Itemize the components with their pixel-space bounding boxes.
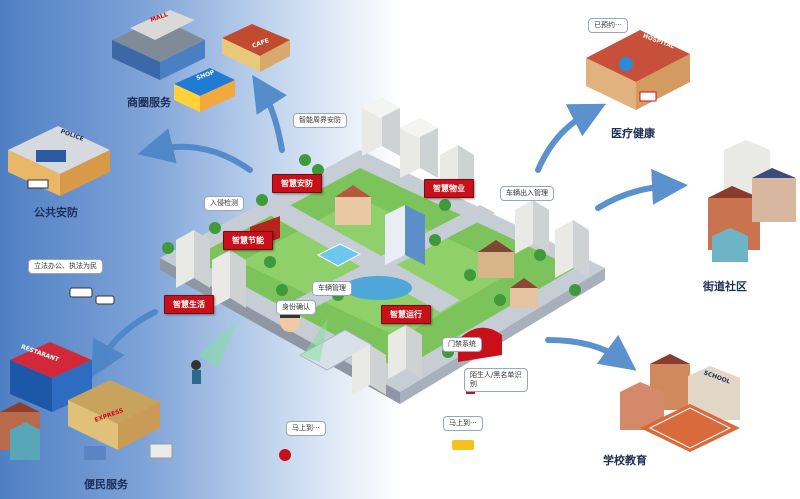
bubble-police-call: 立法办公、执法为民: [28, 259, 103, 274]
bubble-gate: 门禁系统: [442, 337, 482, 352]
bubble-perimeter: 智能周界安防: [293, 113, 347, 128]
connector-arrows: [91, 74, 688, 378]
arrow-to-security: [137, 128, 253, 173]
bubble-vehicle-mgmt: 车辆管理: [312, 281, 352, 296]
arrow-to-business: [252, 74, 287, 153]
camera-cones: [198, 318, 328, 368]
region-label-school: 学校教育: [603, 454, 647, 467]
arrow-to-medical: [535, 103, 607, 173]
region-label-medical: 医疗健康: [611, 127, 655, 140]
arrow-to-convenience: [91, 309, 158, 378]
tag-smart-ops: 智慧运行: [381, 305, 431, 324]
business-cluster: [112, 10, 290, 112]
school-cluster: [620, 354, 740, 452]
region-label-security: 公共安防: [34, 206, 78, 219]
region-label-community: 街道社区: [703, 280, 747, 293]
bubble-vehicle-access: 车辆出入管理: [500, 186, 554, 201]
arrow-to-school: [545, 334, 637, 371]
hospital-cluster: [586, 30, 690, 110]
arrow-to-community: [595, 168, 688, 211]
police-cluster: [8, 126, 115, 305]
tag-smart-security: 智慧安防: [272, 174, 322, 193]
bubble-booked: 已预约···: [588, 18, 628, 33]
vehicles-people: [191, 312, 475, 461]
bubble-blacklist: 陌生人/黑名单识别: [464, 368, 528, 392]
tag-smart-life: 智慧生活: [164, 295, 214, 314]
bubble-intrusion: 入侵检测: [204, 196, 244, 211]
region-label-convenience: 便民服务: [84, 478, 128, 491]
tag-smart-property: 智慧物业: [424, 179, 474, 198]
community-cluster: [708, 140, 796, 262]
bubble-face: 身份确认: [276, 300, 316, 315]
tag-smart-energy: 智慧节能: [223, 231, 273, 250]
convenience-cluster: [0, 342, 173, 460]
trees: [162, 154, 581, 358]
bubble-coming-right: 马上到···: [443, 416, 483, 431]
bubble-coming-left: 马上到···: [286, 421, 326, 436]
region-label-business: 商圈服务: [127, 96, 171, 109]
